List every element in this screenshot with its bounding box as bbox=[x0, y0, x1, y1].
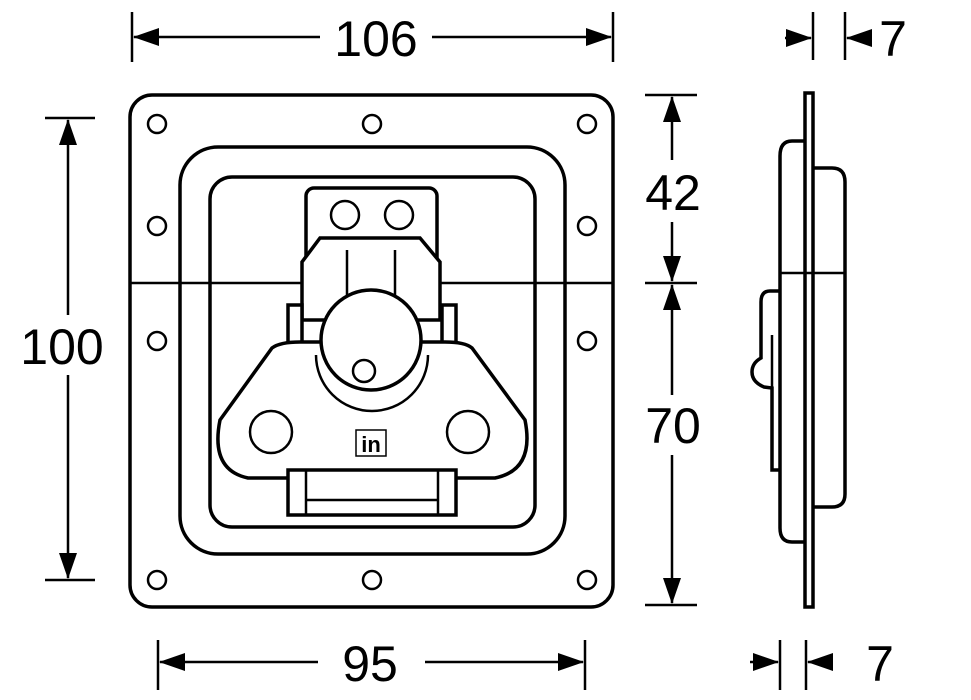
dimension-overall-width: 106 bbox=[130, 11, 615, 67]
latch-body: in bbox=[216, 186, 529, 517]
side-front-pan bbox=[813, 166, 847, 509]
dim-label-7-bottom: 7 bbox=[866, 636, 894, 692]
dim-label-95: 95 bbox=[342, 636, 398, 692]
dim-label-42: 42 bbox=[645, 165, 701, 221]
side-plate bbox=[803, 91, 815, 609]
dimension-depth-bottom: 7 bbox=[750, 636, 894, 692]
recess-inner bbox=[208, 175, 537, 529]
front-view: in 106 100 95 bbox=[20, 11, 701, 692]
latch-knob bbox=[319, 288, 423, 392]
mounting-plate bbox=[128, 93, 615, 609]
mounting-holes bbox=[146, 113, 598, 591]
side-view: 7 7 bbox=[750, 11, 907, 692]
dim-label-106: 106 bbox=[334, 11, 417, 67]
dimension-depth-top: 7 bbox=[785, 11, 907, 67]
dim-label-100: 100 bbox=[20, 319, 103, 375]
dimension-heights-right: 42 70 bbox=[645, 93, 701, 607]
dimension-cutout-width: 95 bbox=[156, 636, 587, 692]
side-handle bbox=[750, 289, 780, 472]
recess-outer bbox=[178, 145, 567, 556]
dim-label-70: 70 bbox=[645, 398, 701, 454]
dim-label-7-top: 7 bbox=[879, 11, 907, 67]
dimension-overall-height: 100 bbox=[20, 116, 104, 582]
side-back-pan bbox=[778, 139, 805, 544]
brand-logo: in bbox=[355, 429, 387, 457]
svg-text:in: in bbox=[361, 432, 381, 457]
